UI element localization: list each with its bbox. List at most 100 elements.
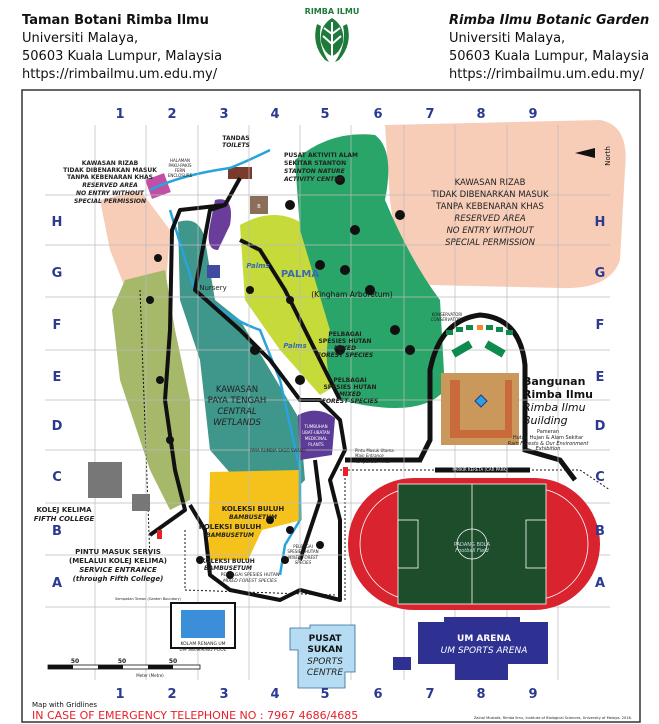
svg-text:MEDICINAL: MEDICINAL <box>305 436 328 441</box>
svg-text:STANTON NATURE: STANTON NATURE <box>284 168 346 175</box>
svg-text:C: C <box>595 470 605 485</box>
reserved-area-right <box>385 120 626 289</box>
svg-text:8: 8 <box>476 107 485 122</box>
svg-text:KOLAM RENANG UM: KOLAM RENANG UM <box>180 641 225 647</box>
svg-text:Pintu Masuk Utama: Pintu Masuk Utama <box>355 448 394 453</box>
nursery-building <box>207 265 220 278</box>
svg-text:5: 5 <box>320 687 329 702</box>
address-line: Universiti Malaya, <box>22 31 139 46</box>
svg-text:PADANG BOLA: PADANG BOLA <box>454 542 491 548</box>
svg-text:F: F <box>596 318 605 333</box>
north-arrow: North <box>575 146 612 166</box>
svg-text:PELBAGAI: PELBAGAI <box>328 331 361 338</box>
svg-text:SPORTS: SPORTS <box>307 657 343 667</box>
svg-text:KOLEKSI BULUH: KOLEKSI BULUH <box>199 523 262 531</box>
svg-text:BAMBUSETUM: BAMBUSETUM <box>206 532 254 539</box>
svg-text:SPESIES HUTAN: SPESIES HUTAN <box>318 338 371 345</box>
svg-text:Exhibition: Exhibition <box>536 446 561 452</box>
kingham-arboretum-area <box>295 134 445 408</box>
svg-text:H: H <box>52 215 63 230</box>
svg-text:PELBAGAI: PELBAGAI <box>293 544 313 549</box>
svg-text:G: G <box>52 266 63 281</box>
svg-text:PALMA: PALMA <box>281 269 319 280</box>
svg-text:50: 50 <box>71 658 79 665</box>
svg-text:BAMBUSETUM: BAMBUSETUM <box>229 514 277 521</box>
tree-icons <box>146 175 415 579</box>
grid-lines <box>45 125 610 680</box>
svg-text:PELBAGAI: PELBAGAI <box>333 377 366 384</box>
purple-zone <box>208 199 231 250</box>
svg-text:7: 7 <box>425 107 434 122</box>
svg-text:F: F <box>53 318 62 333</box>
svg-text:4: 4 <box>270 687 279 702</box>
svg-text:Bangunan: Bangunan <box>523 375 585 388</box>
svg-text:North: North <box>604 146 612 166</box>
svg-text:G: G <box>595 266 606 281</box>
svg-text:MIXED FOREST SPECIES: MIXED FOREST SPECIES <box>223 578 277 584</box>
svg-text:3: 3 <box>219 687 228 702</box>
svg-text:B: B <box>257 204 261 210</box>
svg-text:Building: Building <box>523 414 568 427</box>
map-frame <box>21 89 641 723</box>
um-arena <box>418 617 548 680</box>
svg-text:E: E <box>596 370 605 385</box>
website-link[interactable]: https://rimbailmu.um.edu.my/ <box>449 67 645 82</box>
medicinal-plants-area <box>298 410 335 460</box>
svg-text:UM SWIMMING POOL: UM SWIMMING POOL <box>180 647 227 653</box>
svg-text:A: A <box>313 491 317 497</box>
svg-text:7: 7 <box>425 687 434 702</box>
svg-text:A: A <box>52 576 62 591</box>
svg-text:SERVICE ENTRANCE: SERVICE ENTRANCE <box>79 566 157 574</box>
svg-text:ENCLOSURE: ENCLOSURE <box>168 173 193 178</box>
svg-text:CENTRAL: CENTRAL <box>217 407 257 417</box>
svg-text:NO ENTRY WITHOUT: NO ENTRY WITHOUT <box>76 190 145 197</box>
svg-text:4: 4 <box>270 107 279 122</box>
header-left: Taman Botani Rimba Ilmu Universiti Malay… <box>22 12 222 84</box>
svg-text:PAYA TENGAH: PAYA TENGAH <box>208 396 267 406</box>
svg-text:KAWASAN RIZAB: KAWASAN RIZAB <box>455 178 526 188</box>
svg-text:TANPA KEBENARAN KHAS: TANPA KEBENARAN KHAS <box>67 174 153 181</box>
svg-text:Meter (Metre): Meter (Metre) <box>136 673 164 678</box>
svg-text:TIDAK DIBENARKAN MASUK: TIDAK DIBENARKAN MASUK <box>63 167 157 174</box>
svg-text:9: 9 <box>528 687 537 702</box>
svg-text:FERN: FERN <box>175 168 186 173</box>
svg-text:Rimba Ilmu: Rimba Ilmu <box>523 388 593 401</box>
svg-text:SEKITAR STANTON: SEKITAR STANTON <box>284 160 346 167</box>
svg-text:BAMBUSETUM: BAMBUSETUM <box>204 565 252 572</box>
svg-text:2: 2 <box>167 687 176 702</box>
svg-text:TOILETS: TOILETS <box>222 142 250 149</box>
website-link[interactable]: https://rimbailmu.um.edu.my/ <box>22 67 218 82</box>
svg-text:KOLEJ KELIMA: KOLEJ KELIMA <box>37 506 93 514</box>
map-title: Map with Gridlines <box>32 701 97 709</box>
svg-text:ACTIVITY CENTRE: ACTIVITY CENTRE <box>283 176 344 183</box>
address-line: 50603 Kuala Lumpur, Malaysia <box>22 49 223 64</box>
fountain <box>474 394 488 408</box>
building-ring-road <box>345 312 577 482</box>
svg-text:HALAMAN: HALAMAN <box>170 158 190 163</box>
svg-text:PINTU MASUK SERVIS: PINTU MASUK SERVIS <box>75 548 161 556</box>
svg-text:TANPA KEBENARAN KHAS: TANPA KEBENARAN KHAS <box>435 202 544 212</box>
svg-text:D: D <box>595 419 606 434</box>
svg-text:MIXED: MIXED <box>339 391 361 398</box>
north-arrow-icon <box>575 148 595 158</box>
svg-text:UM ARENA: UM ARENA <box>457 634 511 644</box>
address-line: Universiti Malaya, <box>449 31 566 46</box>
svg-text:KONSERVATORI: KONSERVATORI <box>432 312 463 317</box>
olive-forest-area <box>112 270 190 510</box>
svg-text:Rimba Ilmu: Rimba Ilmu <box>523 401 586 414</box>
svg-text:SPECIAL PERMISSION: SPECIAL PERMISSION <box>74 198 146 205</box>
svg-text:E: E <box>53 370 62 385</box>
svg-text:SPESIES HUTAN: SPESIES HUTAN <box>323 384 376 391</box>
svg-text:PARKIR KERETA (CAR PARK): PARKIR KERETA (CAR PARK) <box>452 467 508 472</box>
svg-text:Football Field: Football Field <box>455 548 489 554</box>
svg-text:RESERVED AREA: RESERVED AREA <box>454 214 525 224</box>
garden-name-english: Rimba Ilmu Botanic Garden <box>449 13 650 28</box>
svg-text:TIDAK DIBENARKAN MASUK: TIDAK DIBENARKAN MASUK <box>430 190 549 200</box>
svg-text:1: 1 <box>115 687 124 702</box>
svg-text:8: 8 <box>476 687 485 702</box>
svg-text:RESERVED AREA: RESERVED AREA <box>82 182 138 189</box>
svg-text:KAWASAN RIZAB: KAWASAN RIZAB <box>82 160 139 167</box>
svg-text:Nursery: Nursery <box>199 284 227 292</box>
